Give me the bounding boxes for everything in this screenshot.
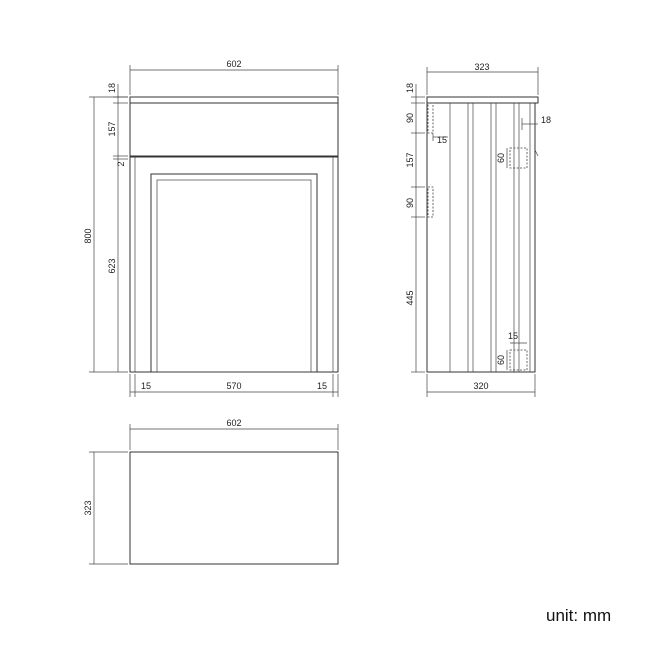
front-side-left-label: 15 bbox=[141, 381, 151, 391]
side-slot-top-label: 60 bbox=[496, 153, 506, 163]
top-depth-label: 323 bbox=[83, 500, 93, 515]
door-inner-panel bbox=[156, 179, 312, 373]
side-body bbox=[426, 102, 536, 373]
side-bracket-mid bbox=[427, 186, 434, 218]
front-top-thickness-label: 18 bbox=[107, 83, 117, 93]
front-side-right-label: 15 bbox=[317, 381, 327, 391]
side-slot-top bbox=[509, 147, 528, 169]
side-back-thickness-label: 18 bbox=[541, 115, 551, 125]
side-slot-bottom bbox=[509, 349, 528, 371]
side-bracket-mid-label: 90 bbox=[405, 198, 415, 208]
front-width-label: 602 bbox=[226, 59, 241, 69]
side-slot-bottom-label: 60 bbox=[496, 355, 506, 365]
front-height-label: 800 bbox=[83, 228, 93, 243]
side-bottom-depth-label: 320 bbox=[473, 381, 488, 391]
top-outline bbox=[129, 451, 339, 565]
side-lower-band-label: 445 bbox=[405, 290, 415, 305]
front-outline bbox=[129, 96, 339, 373]
front-drawer-height-label: 157 bbox=[107, 121, 117, 136]
side-depth-label: 323 bbox=[474, 62, 489, 72]
front-door-width-label: 570 bbox=[226, 381, 241, 391]
side-view: 323 320 18 90 157 90 445 15 18 60 15 bbox=[405, 62, 551, 397]
top-view: 602 323 bbox=[83, 418, 339, 565]
side-top-board bbox=[426, 96, 539, 104]
side-upper-band-label: 157 bbox=[405, 152, 415, 167]
side-top-thickness-label: 18 bbox=[405, 83, 415, 93]
front-view: 602 800 18 157 2 623 15 570 15 bbox=[83, 59, 339, 397]
side-bracket-top bbox=[427, 102, 434, 134]
front-gap-label: 2 bbox=[116, 161, 126, 166]
side-slot-offset-label: 15 bbox=[508, 331, 518, 341]
front-door-height-label: 623 bbox=[107, 258, 117, 273]
door-outer-frame bbox=[150, 173, 318, 373]
side-bracket-top-label: 90 bbox=[405, 113, 415, 123]
unit-label: unit: mm bbox=[546, 606, 612, 625]
top-width-label: 602 bbox=[226, 418, 241, 428]
side-bracket-offset-label: 15 bbox=[437, 135, 447, 145]
